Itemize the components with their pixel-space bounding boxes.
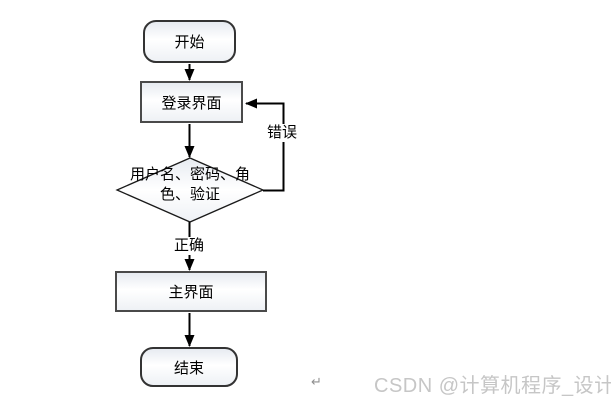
node-start: 开始 (143, 20, 236, 63)
edge-verify-to-login-error-loop (245, 98, 285, 192)
csdn-watermark: CSDN @计算机程序_设计 (374, 375, 611, 397)
node-verify-label-line2: 色、验证 (159, 186, 220, 203)
node-main: 主界面 (115, 271, 267, 312)
node-end-label: 结束 (173, 359, 204, 377)
node-verify-label: 用户名、密码、角 色、验证 (127, 165, 253, 205)
node-main-label: 主界面 (168, 284, 214, 301)
node-end: 结束 (140, 347, 238, 387)
edge-label-correct: 正确 (173, 237, 206, 255)
node-login: 登录界面 (140, 81, 243, 123)
node-verify-label-line1: 用户名、密码、角 (129, 166, 250, 183)
node-login-label: 登录界面 (161, 94, 222, 112)
node-start-label: 开始 (174, 34, 205, 51)
edge-label-error: 错误 (266, 124, 299, 142)
paragraph-return-mark: ↵ (311, 374, 322, 389)
